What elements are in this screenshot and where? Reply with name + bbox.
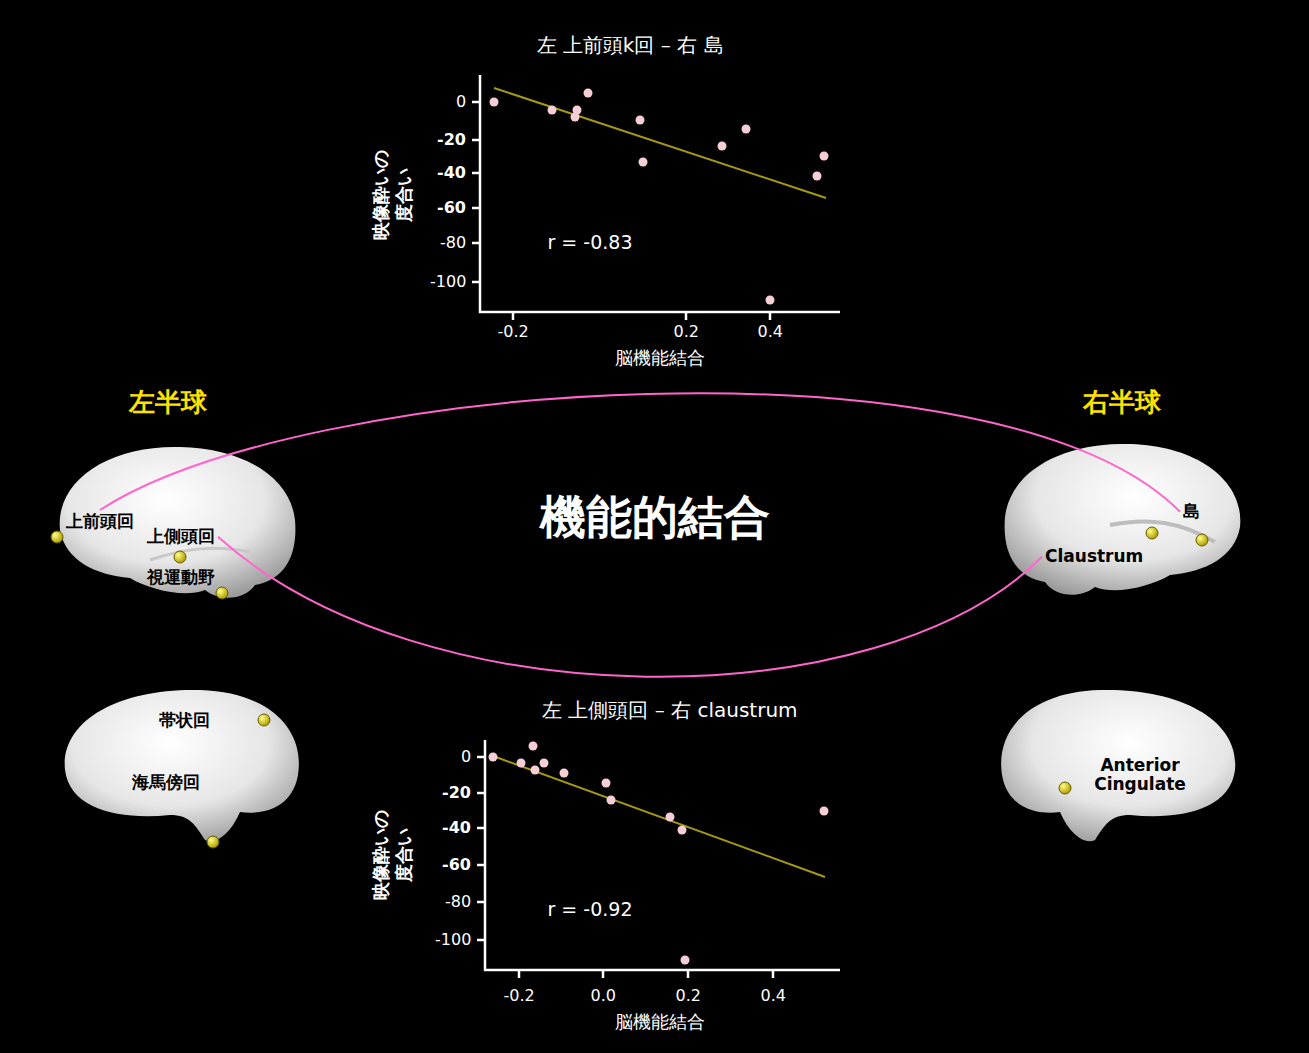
data-point xyxy=(639,158,648,167)
data-point xyxy=(813,172,822,181)
y-tick: 0 xyxy=(456,93,466,111)
region-name: Anterior Cingulate xyxy=(1080,756,1200,795)
region-label: 上側頭回 xyxy=(145,526,217,548)
brain-right-lateral xyxy=(1005,444,1241,595)
region-name: 上側頭回 xyxy=(147,527,215,547)
data-point xyxy=(573,106,582,115)
y-tick: -100 xyxy=(435,931,471,949)
y-tick: 0 xyxy=(461,748,471,766)
plot-title: 左 上側頭回 – 右 claustrum xyxy=(542,699,798,722)
x-axis-title: 脳機能結合 xyxy=(615,1012,705,1033)
correlation-value: r = -0.83 xyxy=(548,232,633,254)
data-point xyxy=(636,116,645,125)
correlation-value: r = -0.92 xyxy=(548,899,633,921)
x-axis-title: 脳機能結合 xyxy=(615,348,705,369)
data-point xyxy=(531,766,540,775)
region-label: Claustrum xyxy=(1043,546,1145,568)
region-label: 上前頭回 xyxy=(64,511,136,533)
data-point xyxy=(766,296,775,305)
x-tick: 0.4 xyxy=(761,987,786,1005)
brain-right-medial xyxy=(1001,690,1235,841)
y-axis-title: 映像酔いの 度合い xyxy=(369,804,416,905)
y-tick: -60 xyxy=(437,199,466,217)
region-name: 島 xyxy=(1183,502,1200,522)
x-tick: 0.2 xyxy=(676,987,701,1005)
region-label: 視運動野 xyxy=(145,567,217,589)
data-point xyxy=(584,89,593,98)
region-label: 帯状回 xyxy=(157,710,212,732)
y-axis-title: 映像酔いの 度合い xyxy=(369,144,416,245)
plot-axes-top xyxy=(472,75,840,320)
y-tick: -100 xyxy=(430,273,466,291)
data-point xyxy=(666,813,675,822)
x-tick: -0.2 xyxy=(504,987,535,1005)
hemisphere-label: 左半球 xyxy=(129,388,207,418)
data-point xyxy=(718,142,727,151)
x-tick: 0.2 xyxy=(674,323,699,341)
data-point xyxy=(548,106,557,115)
data-point xyxy=(560,769,569,778)
x-tick: -0.2 xyxy=(498,323,529,341)
data-point xyxy=(490,98,499,107)
data-point xyxy=(820,152,829,161)
data-point xyxy=(820,807,829,816)
data-point xyxy=(678,826,687,835)
plot-axes-bottom xyxy=(477,740,840,978)
y-tick: -20 xyxy=(437,131,466,149)
region-name: 帯状回 xyxy=(159,711,210,731)
region-label: 海馬傍回 xyxy=(130,772,202,794)
hemisphere-label: 右半球 xyxy=(1083,388,1161,418)
y-tick: -60 xyxy=(442,856,471,874)
region-name: 視運動野 xyxy=(147,568,215,588)
region-name: 海馬傍回 xyxy=(132,773,200,793)
data-point xyxy=(529,742,538,751)
region-label: 島 xyxy=(1181,501,1202,523)
data-point xyxy=(517,759,526,768)
y-tick: -20 xyxy=(442,784,471,802)
brain-left-medial xyxy=(65,690,299,841)
data-point xyxy=(489,753,498,762)
y-tick: -40 xyxy=(437,164,466,182)
data-point xyxy=(681,956,690,965)
data-point xyxy=(607,796,616,805)
x-tick: 0.4 xyxy=(758,323,783,341)
data-point xyxy=(742,125,751,134)
plot-data xyxy=(489,88,829,965)
x-tick: 0.0 xyxy=(591,987,616,1005)
brain-left-lateral xyxy=(60,447,296,598)
y-tick: -80 xyxy=(440,234,466,252)
region-label: Anterior Cingulate xyxy=(1078,755,1202,796)
regression-line xyxy=(494,88,826,198)
region-dots xyxy=(51,527,1208,848)
y-tick: -80 xyxy=(445,893,471,911)
region-name: Claustrum xyxy=(1045,547,1143,567)
connector-curve xyxy=(218,537,1042,677)
region-name: 上前頭回 xyxy=(66,512,134,532)
data-point xyxy=(602,779,611,788)
diagram-title: 機能的結合 xyxy=(540,491,770,544)
y-tick: -40 xyxy=(442,819,471,837)
regression-line xyxy=(493,756,825,877)
plot-title: 左 上前頭k回 – 右 島 xyxy=(537,34,724,57)
data-point xyxy=(540,759,549,768)
